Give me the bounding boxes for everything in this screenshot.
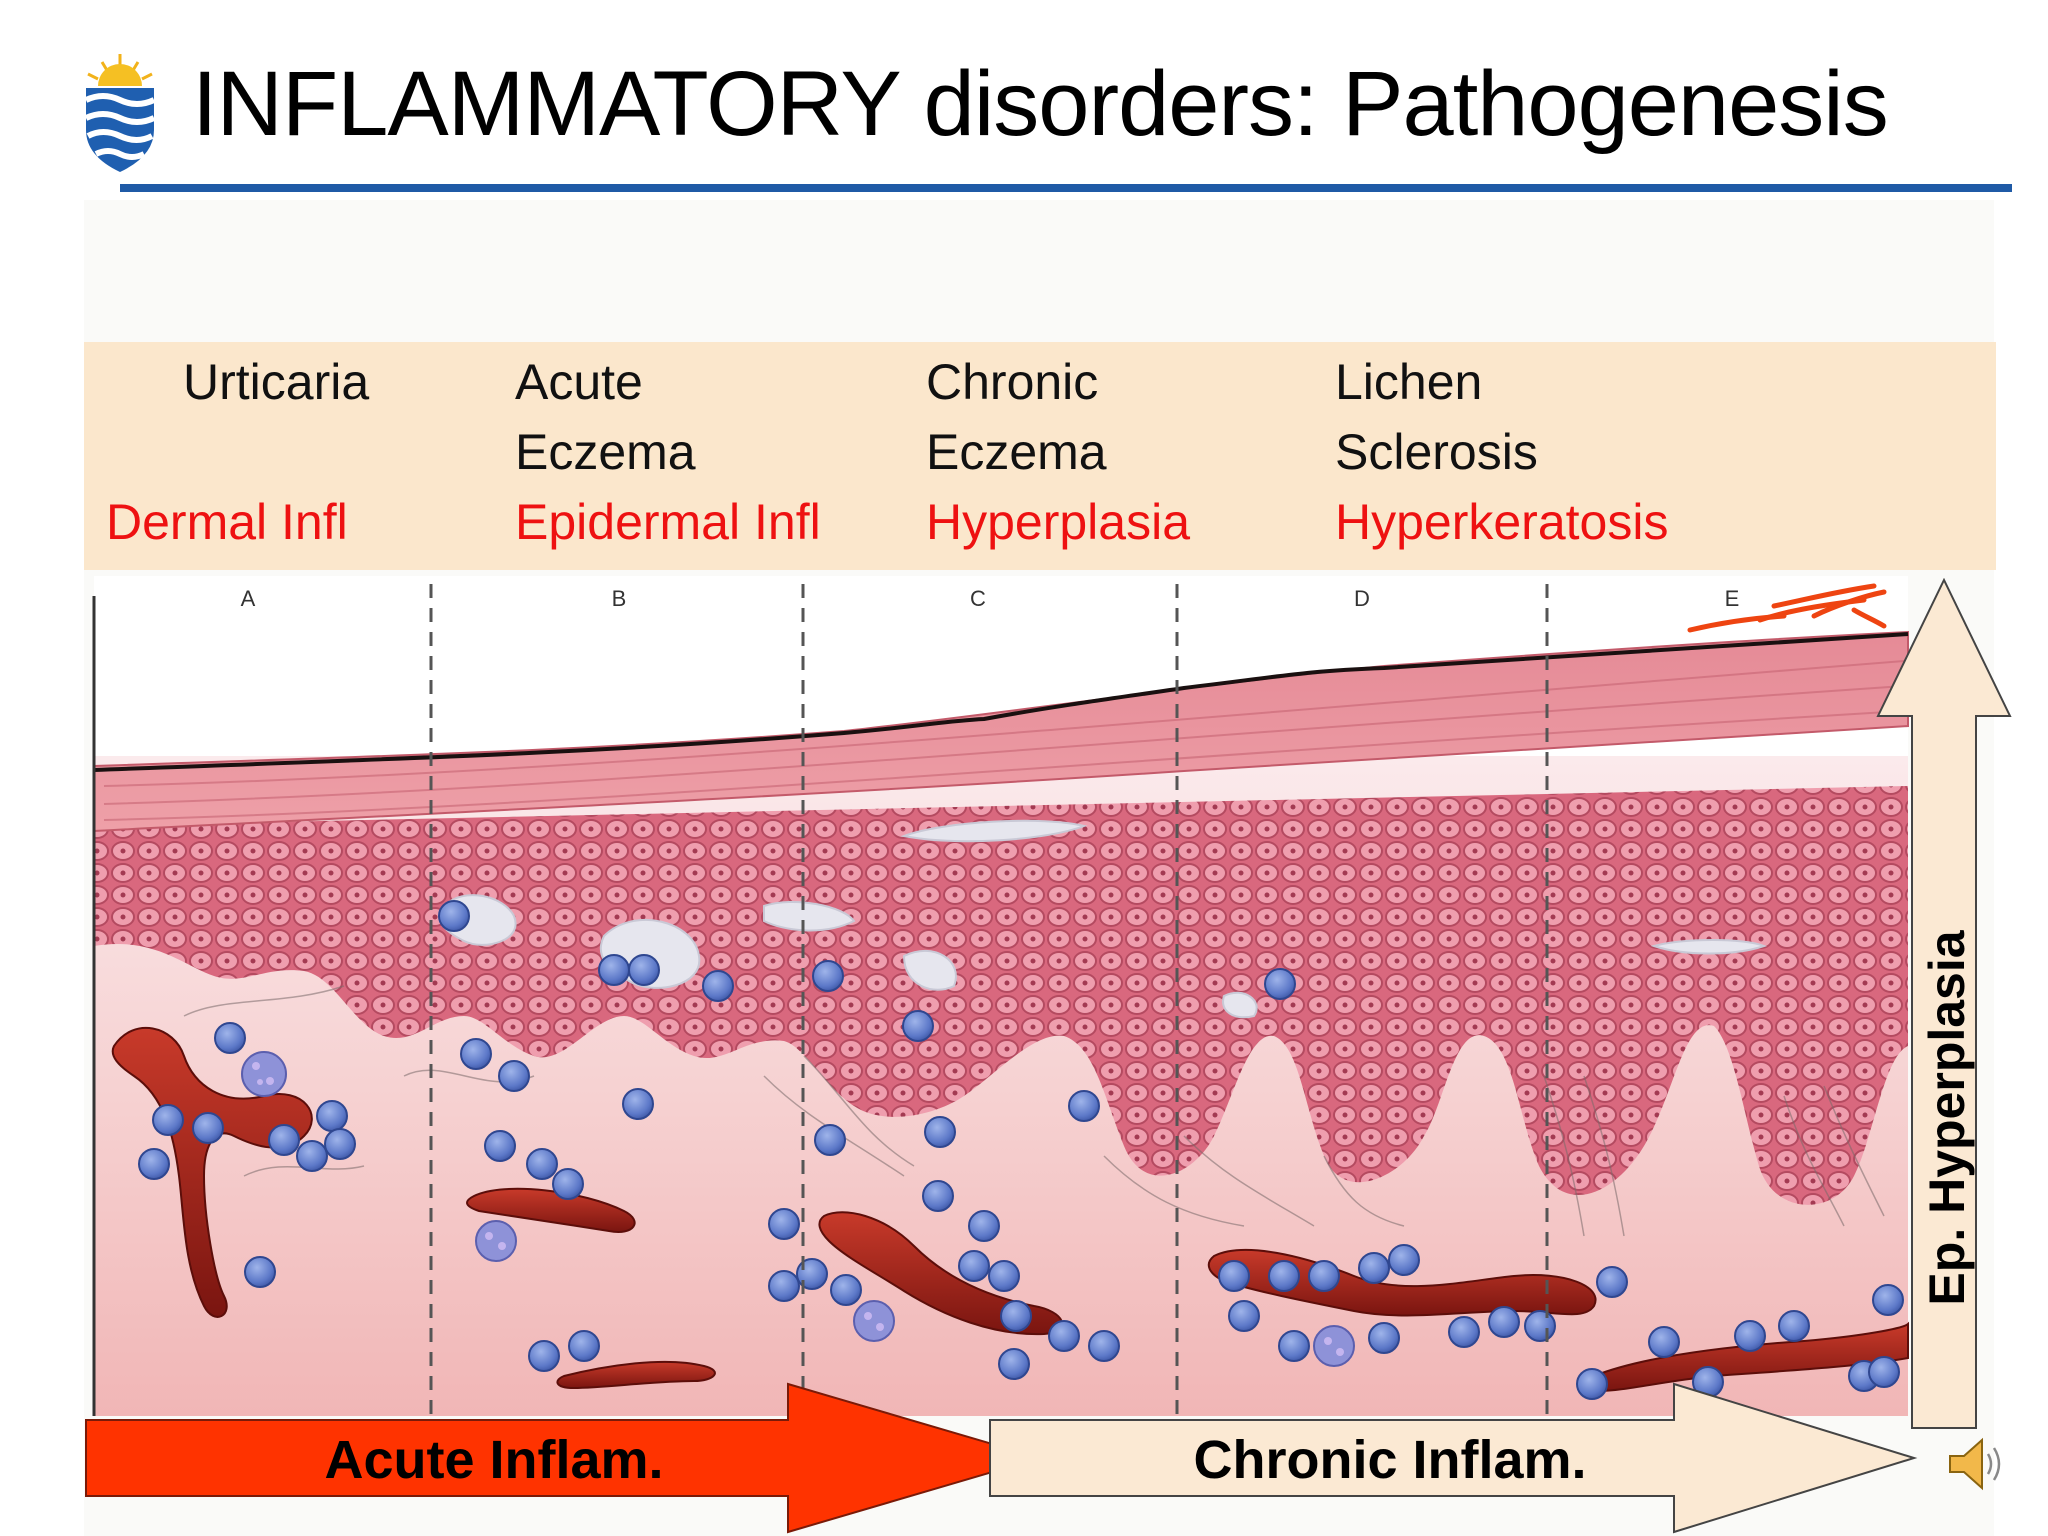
stage-urticaria-label: Urticaria [183, 354, 370, 410]
stage-lichen-sclerosis-process: Hyperkeratosis [1335, 494, 1669, 550]
speaker-icon[interactable] [1944, 1432, 2008, 1496]
section-letter-d: D [1354, 586, 1370, 611]
stage-urticaria-process: Dermal Infl [106, 494, 348, 550]
stage-lichen-sclerosis-label-line1: Lichen [1335, 354, 1483, 410]
section-letter-c: C [970, 586, 986, 611]
chronic-inflammation-arrow: Chronic Inflam. [989, 1382, 1918, 1534]
stage-lichen-sclerosis-label-line2: Sclerosis [1335, 424, 1538, 480]
stage-chronic-eczema-label-line2: Eczema [926, 424, 1107, 480]
acute-inflammation-label: Acute Inflam. [324, 1430, 663, 1490]
university-logo-icon [84, 54, 156, 172]
stage-acute-eczema-label-line1: Acute [515, 354, 643, 410]
epidermal-hyperplasia-label: Ep. Hyperplasia [1919, 929, 1975, 1305]
section-letter-a: A [241, 586, 256, 611]
section-letter-e: E [1725, 586, 1740, 611]
acute-inflammation-arrow: Acute Inflam. [85, 1382, 1044, 1534]
stage-chronic-eczema-label-line1: Chronic [926, 354, 1099, 410]
title-underline [120, 184, 2012, 192]
skin-cross-section-illustration: A B C D E [92, 576, 1909, 1416]
slide-title: INFLAMMATORY disorders: Pathogenesis [192, 53, 1889, 155]
chronic-inflammation-label: Chronic Inflam. [1193, 1430, 1586, 1490]
stage-chronic-eczema-process: Hyperplasia [926, 494, 1191, 550]
epidermal-hyperplasia-arrow: Ep. Hyperplasia [1876, 578, 2012, 1429]
stage-acute-eczema-label-line2: Eczema [515, 424, 696, 480]
stage-acute-eczema-process: Epidermal Infl [515, 494, 821, 550]
stage-label-panel [84, 342, 1996, 570]
section-letter-b: B [612, 586, 627, 611]
